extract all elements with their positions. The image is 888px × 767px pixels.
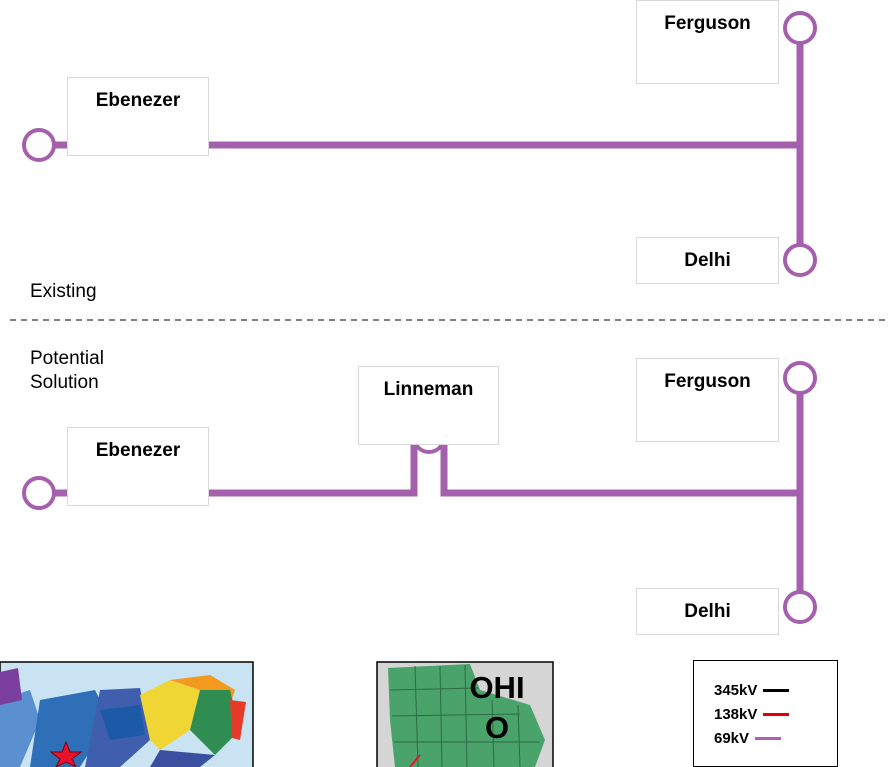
station-label: Ferguson: [664, 13, 751, 34]
station-ferguson-existing: Ferguson: [636, 0, 779, 84]
existing-ferguson-terminal: [783, 11, 817, 45]
solution-delhi-terminal: [783, 590, 817, 624]
legend-swatch-red: [763, 712, 790, 716]
regional-map: [0, 661, 254, 767]
solution-line-linneman-tap: [440, 440, 800, 497]
station-ebenezer-solution: Ebenezer: [67, 427, 209, 506]
existing-ebenezer-terminal: [22, 128, 56, 162]
station-ferguson-solution: Ferguson: [636, 358, 779, 442]
station-label: Ebenezer: [95, 90, 181, 111]
legend-label: 69kV: [714, 729, 750, 747]
voltage-legend: 345kV 138kV 69kV: [693, 660, 838, 767]
station-ebenezer-existing: Ebenezer: [67, 77, 209, 156]
ohio-map: [376, 661, 554, 767]
legend-item-345kv: 345kV: [714, 679, 790, 701]
legend-label: 345kV: [714, 681, 758, 699]
station-label: Linneman: [383, 379, 474, 400]
solution-ebenezer-terminal: [22, 476, 56, 510]
existing-label: Existing: [30, 281, 97, 302]
solution-ferguson-terminal: [783, 361, 817, 395]
legend-item-138kv: 138kV: [714, 703, 790, 725]
potential-solution-label: Potential Solution: [30, 348, 104, 393]
station-label: Delhi: [684, 601, 731, 622]
ohio-map-label: OHIO: [469, 670, 525, 746]
station-label: Delhi: [684, 250, 731, 271]
legend-label: 138kV: [714, 705, 758, 723]
station-linneman: Linneman: [358, 366, 499, 445]
legend-swatch-purple: [755, 736, 782, 740]
station-label: Ferguson: [664, 371, 751, 392]
legend-swatch-black: [763, 688, 790, 692]
legend-item-69kv: 69kV: [714, 727, 782, 749]
station-delhi-existing: Delhi: [636, 237, 779, 284]
station-label: Ebenezer: [95, 440, 181, 461]
existing-delhi-terminal: [783, 243, 817, 277]
station-delhi-solution: Delhi: [636, 588, 779, 635]
